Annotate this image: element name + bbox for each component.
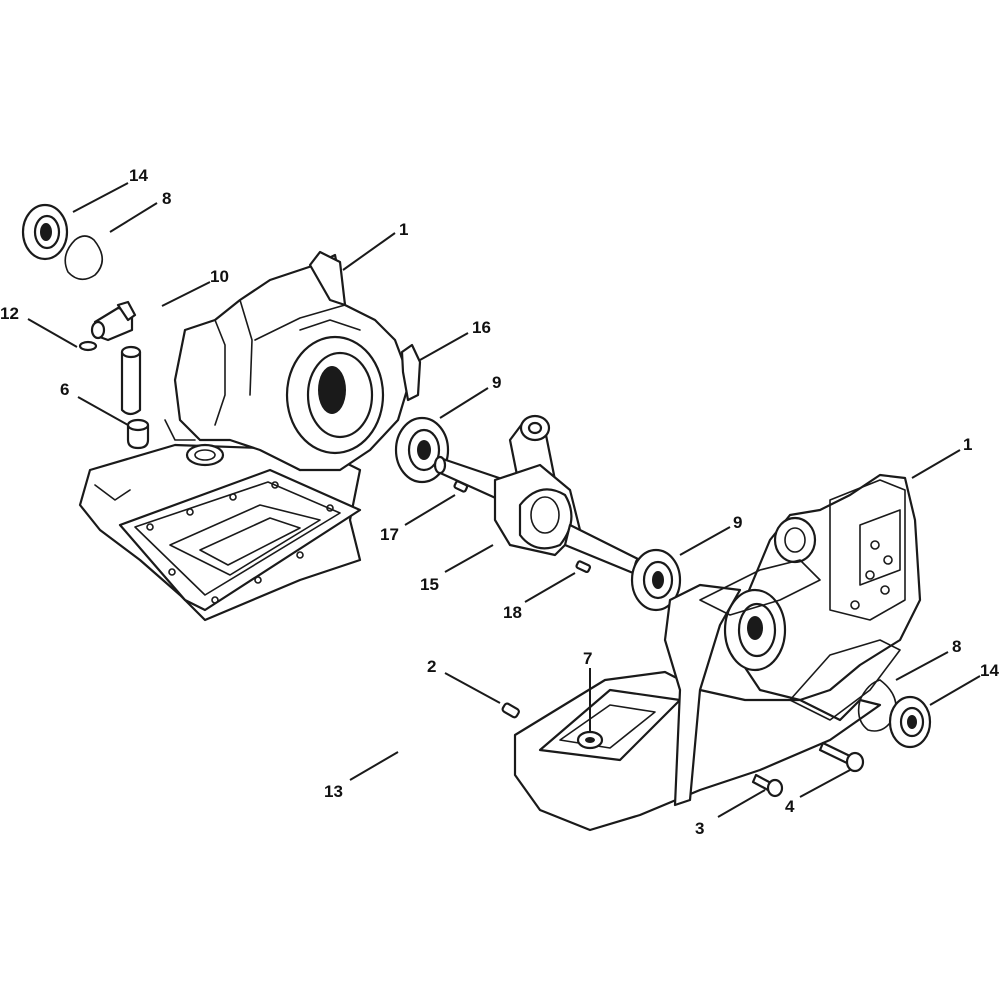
part-3-screw: [751, 773, 784, 798]
callout-labels: 14 8 1 10 12 16 9 6 1 17 9 15 18 2 7 8 1…: [0, 166, 999, 838]
callout-14-upper: 14: [129, 166, 148, 185]
part-15-crankshaft: [433, 414, 645, 577]
leader-14b: [929, 675, 981, 706]
leader-2: [444, 672, 501, 704]
leader-3: [717, 789, 766, 818]
part-18-key: [575, 560, 592, 574]
leader-18: [524, 572, 576, 603]
leader-1b: [911, 449, 961, 479]
leader-17: [404, 494, 456, 526]
part-10-sleeve: [120, 345, 142, 416]
leader-14a: [72, 182, 129, 213]
callout-9-lower: 9: [733, 513, 742, 532]
part-12-pin: [78, 340, 98, 352]
leader-4: [799, 769, 851, 798]
leader-9a: [439, 387, 489, 419]
callout-1-upper: 1: [399, 220, 408, 239]
part-4-screw: [818, 741, 865, 773]
leader-1a: [342, 232, 396, 271]
part-6-pickup-stud: [126, 418, 150, 450]
right-crankcase-half: [513, 473, 922, 832]
part-9-bearing-lower: [630, 548, 682, 612]
callout-18: 18: [503, 603, 522, 622]
callout-2: 2: [427, 657, 436, 676]
leader-6: [77, 396, 129, 426]
part-16-clip: [400, 343, 422, 402]
part-7-boss: [576, 730, 604, 750]
callout-7: 7: [583, 649, 592, 668]
callout-9-upper: 9: [492, 373, 501, 392]
callout-14-lower: 14: [980, 661, 999, 680]
leader-13: [349, 751, 399, 781]
leader-12: [27, 318, 78, 348]
leader-10: [161, 281, 211, 307]
part-13-hose: [395, 692, 488, 751]
callout-6: 6: [60, 380, 69, 399]
callout-13: 13: [324, 782, 343, 801]
callout-8-lower: 8: [952, 637, 961, 656]
callout-10: 10: [210, 267, 229, 286]
callout-16: 16: [472, 318, 491, 337]
part-14-seal-right: [888, 695, 932, 749]
callout-4: 4: [785, 797, 795, 816]
left-crankcase-half: [78, 250, 412, 622]
leader-9b: [679, 526, 731, 556]
leader-8a: [109, 202, 158, 233]
callout-1-lower: 1: [963, 435, 972, 454]
callout-12: 12: [0, 304, 19, 323]
leader-15: [444, 544, 494, 573]
part-14-seal-left: [21, 203, 69, 261]
part-10-elbow-fitting: [90, 300, 137, 342]
callout-8-upper: 8: [162, 189, 171, 208]
leader-8b: [895, 651, 949, 681]
part-2-dowel-pin: [501, 702, 520, 719]
leader-lines: [27, 182, 981, 818]
part-8-circlip-left: [64, 235, 104, 281]
callout-15: 15: [420, 575, 439, 594]
callout-3: 3: [695, 819, 704, 838]
leader-16: [419, 332, 469, 361]
callout-17: 17: [380, 525, 399, 544]
